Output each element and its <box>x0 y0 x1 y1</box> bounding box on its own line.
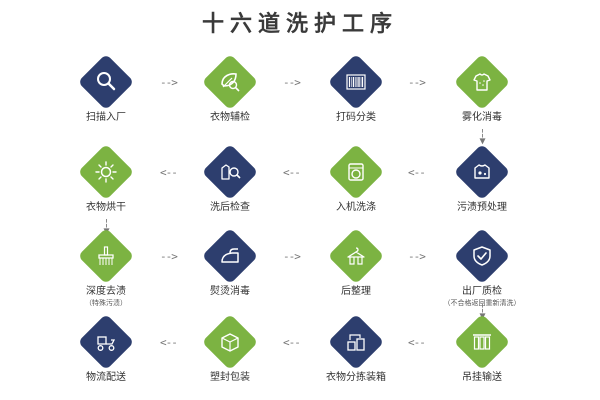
step-finishing: 后整理 <box>296 227 416 312</box>
sun-icon <box>95 161 117 183</box>
garment-rack-icon <box>473 334 491 350</box>
step-label: 衣物烘干 <box>86 202 126 213</box>
step-label: 打码分类 <box>336 112 376 123</box>
brush-icon <box>98 246 114 265</box>
leaf-magnifier-icon <box>221 73 240 92</box>
step-label: 洗后检查 <box>210 202 250 213</box>
step-hanging-conveyor: 吊挂输送 <box>422 313 542 398</box>
step-scan-intake: 扫描入厂 <box>46 53 166 138</box>
arrow-right: --> <box>283 76 301 89</box>
step-deep-stain-removal: 深度去渍 （特殊污渍） <box>46 227 166 312</box>
page-title: 十六道洗护工序 <box>201 12 398 37</box>
step-sublabel: （特殊污渍） <box>85 299 127 307</box>
barcode-icon <box>346 74 366 90</box>
package-icon <box>221 333 239 352</box>
step-label: 后整理 <box>341 286 371 297</box>
step-label: 塑封包装 <box>210 372 250 383</box>
arrow-left: <-- <box>408 166 426 179</box>
step-factory-qc: 出厂质检 （不合格返回重新清洗） <box>422 227 542 312</box>
step-label: 雾化消毒 <box>462 112 502 123</box>
arrow-right: --> <box>160 76 178 89</box>
step-post-wash-check: 洗后检查 <box>170 143 290 228</box>
step-label: 污渍预处理 <box>457 202 507 213</box>
arrow-left: <-- <box>283 166 301 179</box>
step-label: 深度去渍 <box>86 286 126 297</box>
arrow-right: --> <box>160 250 178 263</box>
step-machine-wash: 入机洗涤 <box>296 143 416 228</box>
step-mist-disinfection: 雾化消毒 <box>422 53 542 138</box>
step-sorting-boxing: 衣物分拣装箱 <box>296 313 416 398</box>
step-clothes-inspection: 衣物辅检 <box>170 53 290 138</box>
step-drying: 衣物烘干 <box>46 143 166 228</box>
delivery-scooter-icon <box>97 336 116 351</box>
step-label: 衣物辅检 <box>210 112 250 123</box>
magnifier-icon <box>97 72 116 91</box>
step-label: 扫描入厂 <box>86 112 126 123</box>
step-label: 熨烫消毒 <box>210 286 250 297</box>
shield-check-icon <box>473 246 491 266</box>
arrow-right: --> <box>408 76 426 89</box>
arrow-left: <-- <box>408 336 426 349</box>
arrow-left: <-- <box>160 336 178 349</box>
spray-shirt-icon <box>473 73 491 91</box>
step-iron-disinfection: 熨烫消毒 <box>170 227 290 312</box>
step-label: 出厂质检 <box>462 286 502 297</box>
step-sublabel: （不合格返回重新清洗） <box>443 299 521 307</box>
arrow-left: <-- <box>283 336 301 349</box>
arrow-down: ¦▼ <box>479 128 485 147</box>
step-barcode-sorting: 打码分类 <box>296 53 416 138</box>
step-label: 吊挂输送 <box>462 372 502 383</box>
step-label: 衣物分拣装箱 <box>326 372 386 383</box>
stain-shirt-icon <box>474 164 490 179</box>
arrow-right: --> <box>283 250 301 263</box>
step-logistics-delivery: 物流配送 <box>46 313 166 398</box>
sorting-icon <box>347 334 365 351</box>
washing-machine-icon <box>348 163 364 181</box>
hanger-clothes-icon <box>347 247 365 265</box>
step-stain-pretreatment: 污渍预处理 <box>422 143 542 228</box>
step-label: 物流配送 <box>86 372 126 383</box>
step-label: 入机洗涤 <box>336 202 376 213</box>
iron-icon <box>221 248 239 263</box>
shirt-check-icon <box>221 164 241 180</box>
arrow-left: <-- <box>160 166 178 179</box>
step-shrink-packaging: 塑封包装 <box>170 313 290 398</box>
arrow-right: --> <box>408 250 426 263</box>
